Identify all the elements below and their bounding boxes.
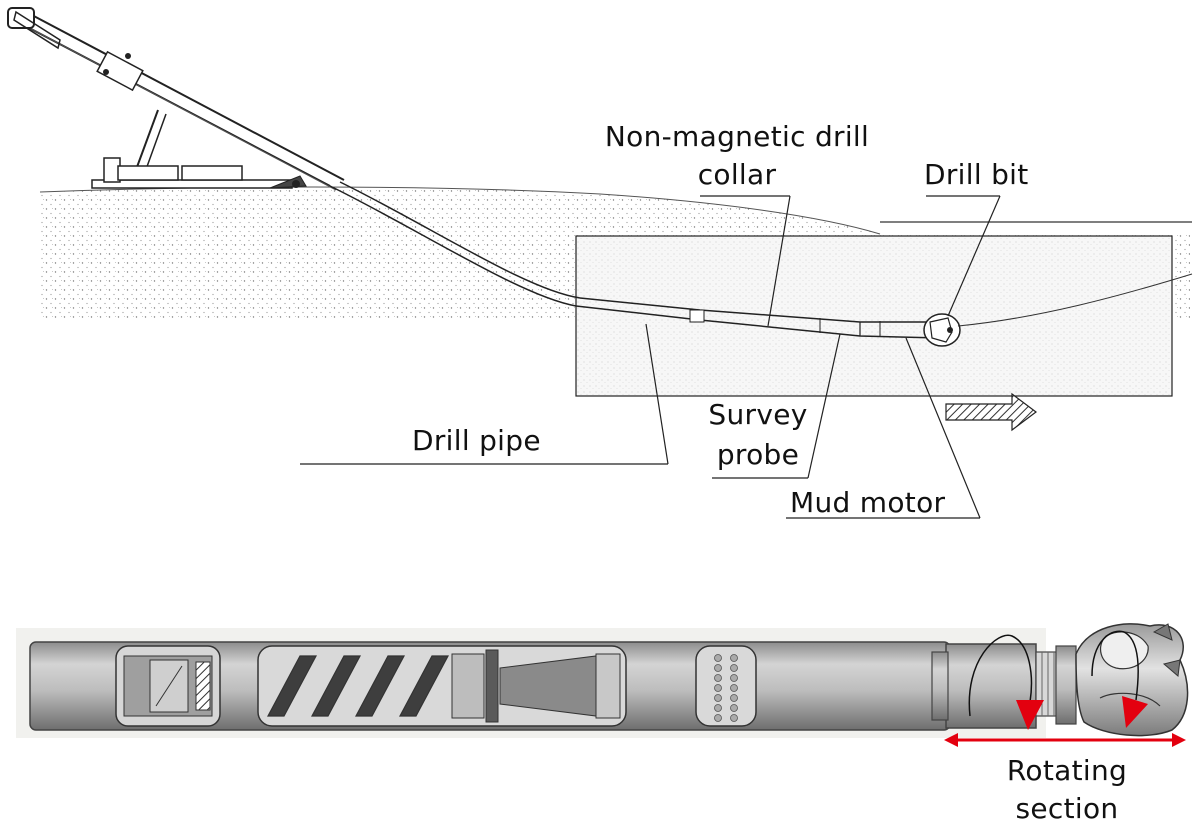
direction-arrow bbox=[945, 392, 1037, 432]
labels-top: Non-magnetic drill collar Drill bit Dril… bbox=[412, 120, 1029, 519]
downhole-tool bbox=[29, 623, 1189, 737]
rotation-indicators bbox=[968, 630, 1139, 717]
label-non-magnetic-line1: Non-magnetic drill bbox=[605, 120, 869, 153]
label-rotating-line1: Rotating bbox=[1007, 754, 1127, 787]
label-rotating-line2: section bbox=[1016, 792, 1119, 825]
labels-bottom: Rotating section bbox=[1007, 754, 1127, 825]
label-survey-line2: probe bbox=[717, 438, 799, 471]
rotation-arrowhead-right bbox=[1122, 696, 1148, 728]
label-survey-line1: Survey bbox=[708, 398, 807, 431]
label-mud-motor: Mud motor bbox=[790, 486, 945, 519]
label-drill-bit: Drill bit bbox=[924, 158, 1029, 191]
rotating-span-arrow bbox=[944, 733, 1186, 747]
label-non-magnetic-line2: collar bbox=[698, 158, 777, 191]
subsurface-window bbox=[575, 235, 1173, 397]
leader-lines bbox=[300, 195, 1001, 519]
rotation-arrowhead-left bbox=[1016, 700, 1044, 730]
drill-path bbox=[329, 181, 1193, 347]
label-drill-pipe: Drill pipe bbox=[412, 424, 541, 457]
drill-rig bbox=[7, 7, 345, 191]
